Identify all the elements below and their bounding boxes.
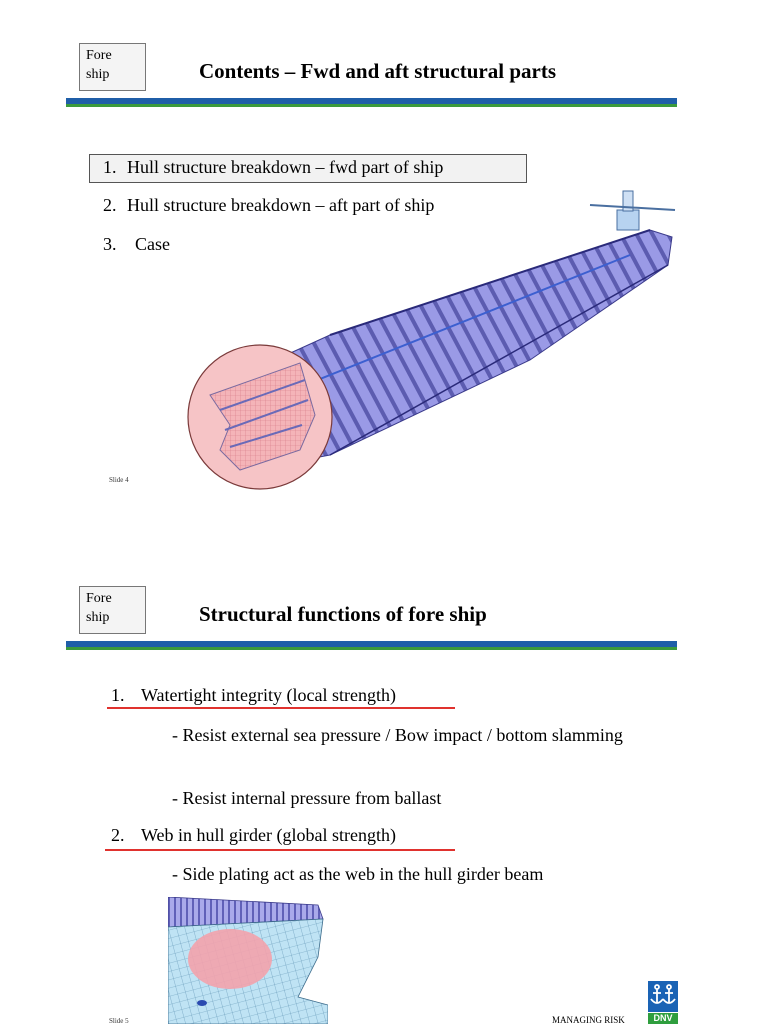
item-text: Hull structure breakdown – fwd part of s…: [127, 157, 444, 177]
slide-number: Slide 5: [109, 1017, 129, 1025]
header-rule-green: [66, 647, 677, 650]
contents-item-3: 3. Case: [103, 234, 170, 255]
item-text: Watertight integrity (local strength): [141, 685, 396, 705]
pressure-zone: [188, 929, 272, 989]
highlight-box: [89, 154, 527, 183]
item-text: Web in hull girder (global strength): [141, 825, 396, 845]
header-rule-blue: [66, 641, 677, 647]
item-1-underline: [107, 707, 455, 709]
function-item-1: 1. Watertight integrity (local strength): [111, 685, 396, 706]
fore-ship-tag: Fore ship: [79, 43, 146, 91]
slide-title: Structural functions of fore ship: [199, 602, 487, 626]
item-text: Case: [135, 234, 170, 254]
contents-item-2: 2. Hull structure breakdown – aft part of…: [103, 195, 434, 216]
item-text: Hull structure breakdown – aft part of s…: [127, 195, 435, 215]
header-rule-blue: [66, 98, 677, 104]
slide-number: Slide 4: [109, 476, 129, 484]
footer-tagline: MANAGING RISK: [552, 1015, 625, 1025]
item-number: 2.: [103, 195, 117, 215]
anchor-icon: [650, 984, 676, 1004]
header-rule-green: [66, 104, 677, 107]
dnv-logo: DNV: [648, 1013, 678, 1024]
item-1-sub-1: - Resist external sea pressure / Bow imp…: [172, 725, 623, 745]
item-number: 1.: [111, 685, 125, 705]
item-number: 3.: [103, 234, 117, 254]
tag-line-1: Fore: [86, 48, 112, 63]
bow-plating-illustration: [168, 897, 328, 1024]
item-2-sub-1: - Side plating act as the web in the hul…: [172, 864, 544, 884]
fore-ship-tag: Fore ship: [79, 586, 146, 634]
item-number: 2.: [111, 825, 125, 845]
item-number: 1.: [103, 157, 117, 177]
tag-line-2: ship: [86, 610, 110, 625]
function-item-2: 2. Web in hull girder (global strength): [111, 825, 396, 846]
tag-line-2: ship: [86, 67, 110, 82]
item-2-underline: [105, 849, 455, 851]
slide-title: Contents – Fwd and aft structural parts: [199, 59, 556, 83]
ship-hull-illustration: [187, 190, 676, 490]
item-1-sub-2: - Resist internal pressure from ballast: [172, 788, 442, 808]
tag-line-1: Fore: [86, 591, 112, 606]
anchor-logo: [648, 981, 678, 1012]
contents-item-1: 1. Hull structure breakdown – fwd part of…: [103, 157, 443, 178]
